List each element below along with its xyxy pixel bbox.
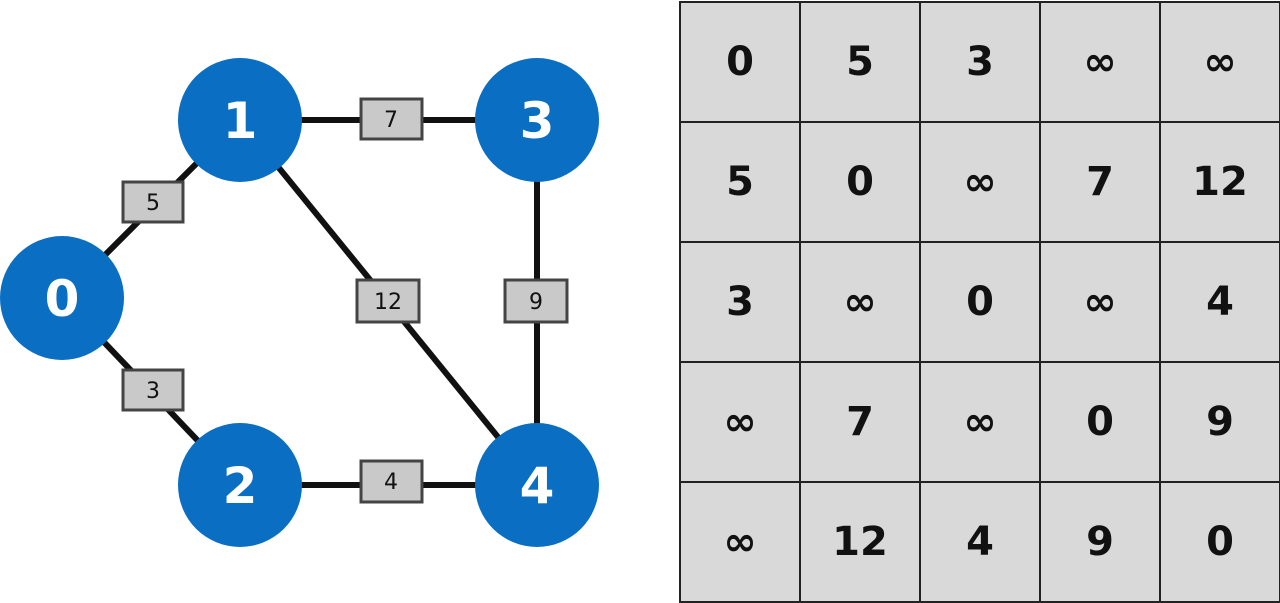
matrix-cell-3-3: 0 (1041, 363, 1159, 481)
node-label-2: 2 (223, 457, 258, 515)
adjacency-matrix: 0 5 3 ∞ ∞ 5 0 ∞ 7 12 3 ∞ 0 ∞ 4 ∞ 7 ∞ 0 9… (679, 1, 1280, 603)
matrix-cell-1-2: ∞ (921, 123, 1039, 241)
node-4: 4 (475, 423, 599, 547)
weight-box-0-2: 3 (121, 368, 185, 412)
matrix-cell-1-1: 0 (801, 123, 919, 241)
node-2: 2 (178, 423, 302, 547)
weight-label-3-4: 9 (529, 290, 543, 315)
weighted-graph: 5 3 7 12 9 4 0 1 2 3 4 (0, 58, 599, 547)
matrix-cell-3-0: ∞ (681, 363, 799, 481)
weight-label-1-3: 7 (384, 108, 398, 133)
matrix-cell-2-2: 0 (921, 243, 1039, 361)
matrix-cell-0-3: ∞ (1041, 3, 1159, 121)
node-label-3: 3 (520, 92, 555, 150)
node-label-0: 0 (45, 270, 80, 328)
matrix-cell-4-3: 9 (1041, 483, 1159, 601)
matrix-cell-0-0: 0 (681, 3, 799, 121)
node-1: 1 (178, 58, 302, 182)
matrix-cell-1-4: 12 (1161, 123, 1279, 241)
node-label-1: 1 (223, 92, 258, 150)
matrix-cell-2-0: 3 (681, 243, 799, 361)
weight-label-0-2: 3 (146, 379, 160, 404)
node-3: 3 (475, 58, 599, 182)
matrix-cell-1-0: 5 (681, 123, 799, 241)
matrix-cell-0-2: 3 (921, 3, 1039, 121)
matrix-cell-4-0: ∞ (681, 483, 799, 601)
weight-box-3-4: 9 (503, 278, 569, 324)
matrix-cell-4-2: 4 (921, 483, 1039, 601)
weight-label-2-4: 4 (384, 470, 398, 495)
matrix-cell-2-3: ∞ (1041, 243, 1159, 361)
matrix-cell-3-2: ∞ (921, 363, 1039, 481)
matrix-cell-1-3: 7 (1041, 123, 1159, 241)
weight-box-1-3: 7 (359, 97, 424, 141)
matrix-cell-3-1: 7 (801, 363, 919, 481)
matrix-cell-0-4: ∞ (1161, 3, 1279, 121)
matrix-cell-2-1: ∞ (801, 243, 919, 361)
node-0: 0 (0, 236, 124, 360)
node-label-4: 4 (520, 457, 555, 515)
matrix-cell-4-1: 12 (801, 483, 919, 601)
weight-label-0-1: 5 (146, 191, 160, 216)
weight-box-1-4: 12 (355, 278, 421, 324)
matrix-cell-4-4: 0 (1161, 483, 1279, 601)
matrix-cell-0-1: 5 (801, 3, 919, 121)
matrix-cell-3-4: 9 (1161, 363, 1279, 481)
weight-label-1-4: 12 (374, 290, 402, 315)
weight-box-2-4: 4 (359, 459, 424, 504)
matrix-cell-2-4: 4 (1161, 243, 1279, 361)
weight-box-0-1: 5 (121, 180, 185, 224)
